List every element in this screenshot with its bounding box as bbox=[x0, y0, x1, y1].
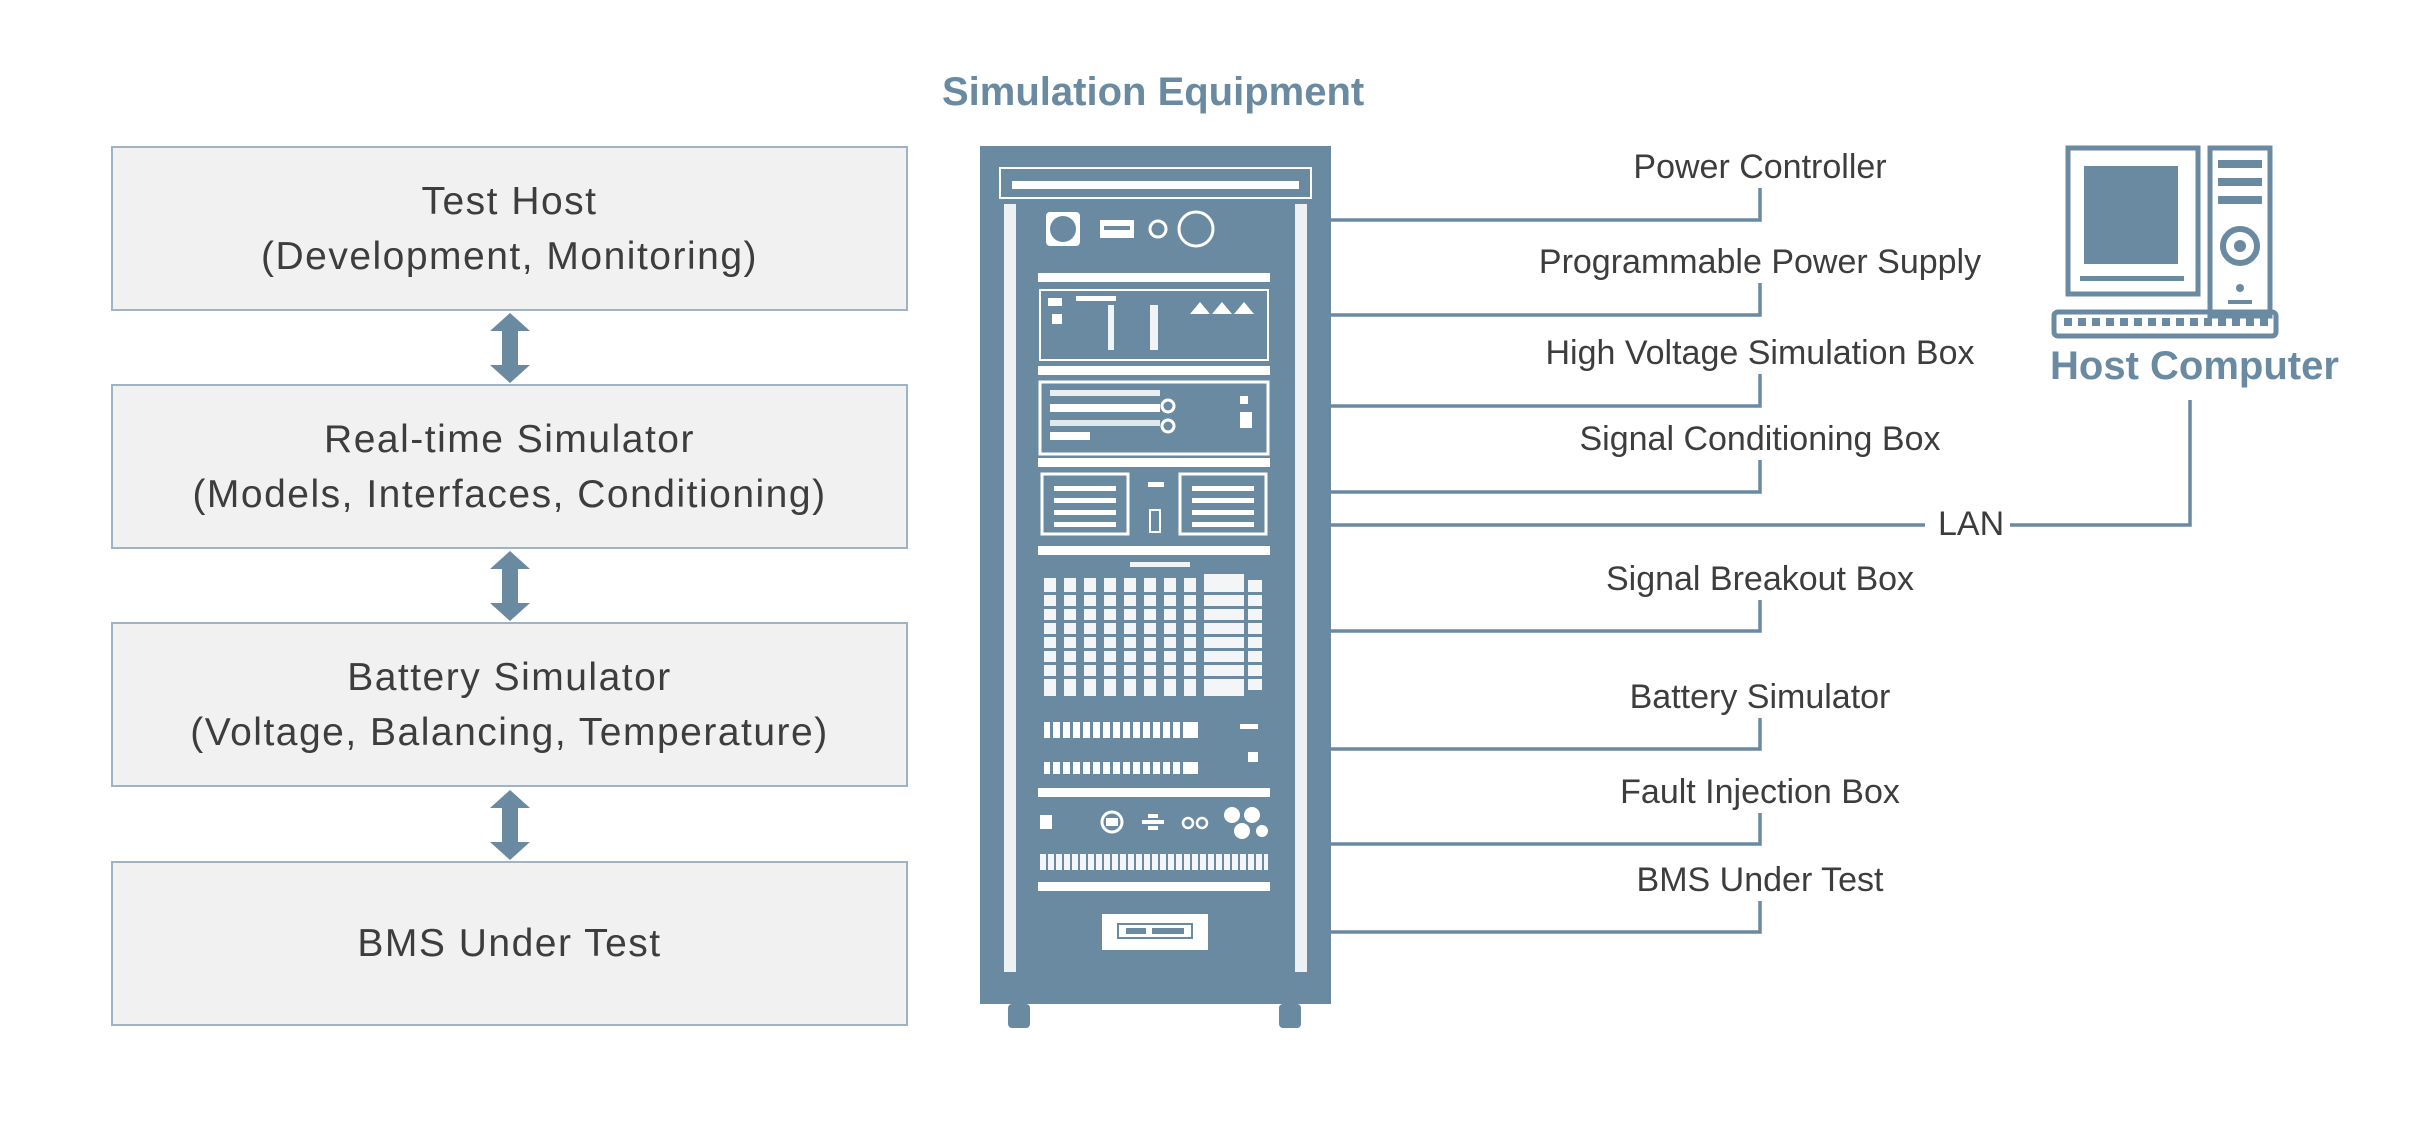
label-bms-under-test: BMS Under Test bbox=[1636, 861, 1884, 899]
stack-box-subtitle: (Models, Interfaces, Conditioning) bbox=[192, 472, 827, 516]
lan-label: LAN bbox=[1932, 505, 2011, 544]
label-power-controller: Power Controller bbox=[1633, 148, 1887, 186]
rack-icon bbox=[980, 146, 1331, 1028]
stack-box-bms-under-test: BMS Under Test bbox=[111, 861, 908, 1026]
label-fault-injection-box: Fault Injection Box bbox=[1620, 773, 1900, 811]
connector-battery-simulator bbox=[1285, 718, 1762, 751]
label-signal-conditioning-box: Signal Conditioning Box bbox=[1579, 420, 1941, 458]
rack-title: Simulation Equipment bbox=[942, 70, 1365, 114]
stack-box-battery-simulator: Battery Simulator (Voltage, Balancing, T… bbox=[111, 622, 908, 787]
double-arrow-icon bbox=[490, 551, 530, 621]
label-high-voltage-simulation-box: High Voltage Simulation Box bbox=[1545, 334, 1975, 372]
double-arrow-icon bbox=[490, 790, 530, 860]
stack-box-title: Test Host bbox=[421, 179, 598, 223]
stack-box-subtitle: (Voltage, Balancing, Temperature) bbox=[190, 710, 829, 754]
label-signal-breakout-box: Signal Breakout Box bbox=[1605, 560, 1915, 598]
connector-bms-under-test bbox=[1285, 901, 1762, 934]
connector-signal-breakout-box bbox=[1285, 600, 1762, 633]
connector-lan-host bbox=[2010, 400, 2192, 527]
connector-fault-injection-box bbox=[1285, 813, 1762, 846]
double-arrow-icon bbox=[490, 313, 530, 383]
label-battery-simulator: Battery Simulator bbox=[1629, 678, 1891, 716]
connector-high-voltage-box bbox=[1285, 374, 1762, 408]
stack-box-subtitle: (Development, Monitoring) bbox=[260, 234, 759, 278]
label-programmable-power-supply: Programmable Power Supply bbox=[1538, 243, 1982, 281]
connector-programmable-power-supply bbox=[1285, 283, 1762, 317]
stack-box-title: BMS Under Test bbox=[357, 922, 662, 965]
connector-power-controller bbox=[1285, 188, 1762, 222]
connector-signal-conditioning-box bbox=[1285, 460, 1762, 494]
stack-box-title: Battery Simulator bbox=[347, 655, 672, 699]
host-computer-label: Host Computer bbox=[2050, 344, 2339, 388]
stack-box-title: Real-time Simulator bbox=[324, 417, 695, 461]
stack-box-test-host: Test Host (Development, Monitoring) bbox=[111, 146, 908, 311]
stack-box-real-time-simulator: Real-time Simulator (Models, Interfaces,… bbox=[111, 384, 908, 549]
